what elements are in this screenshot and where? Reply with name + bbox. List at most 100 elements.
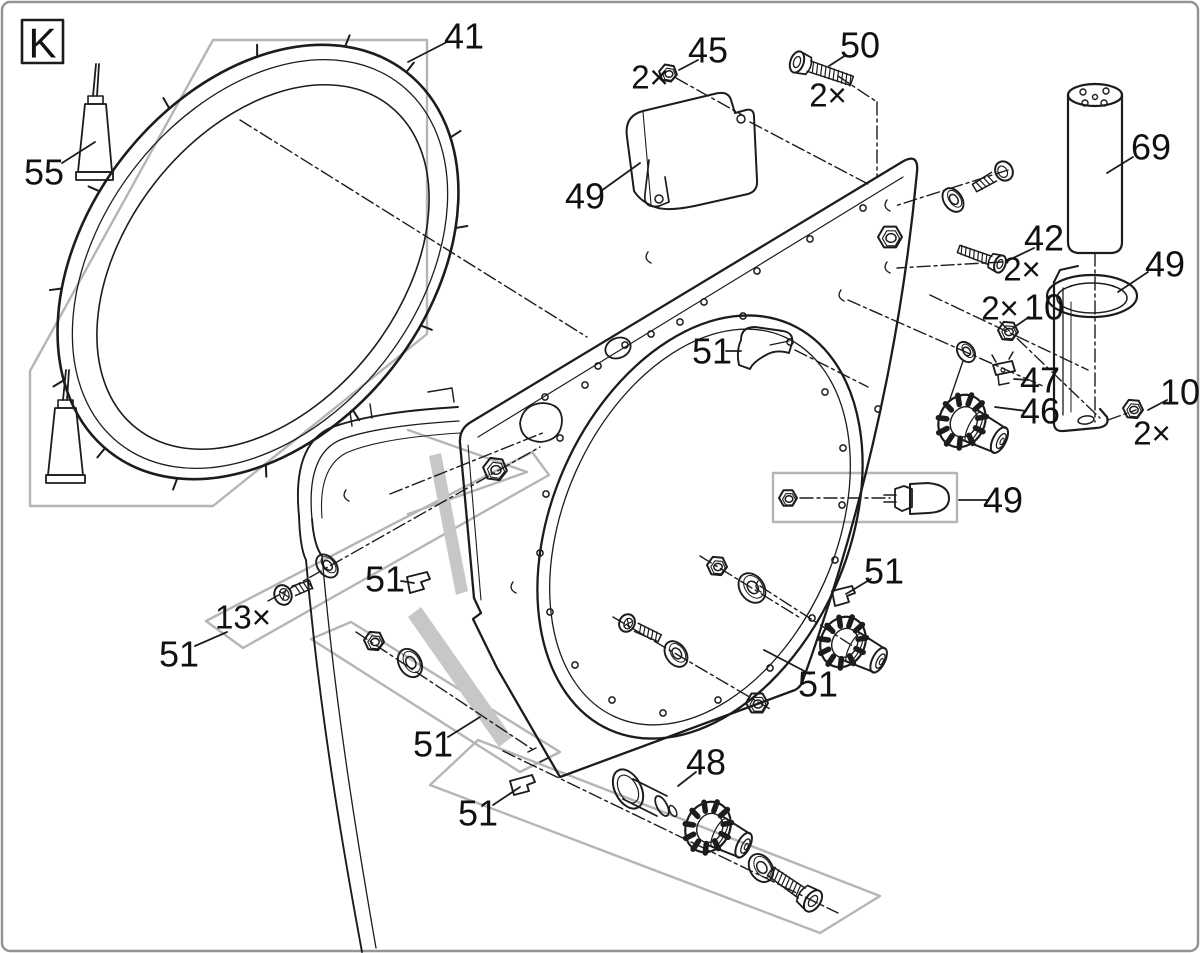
diagram-line bbox=[321, 555, 377, 949]
label-41-text: 41 bbox=[444, 16, 484, 57]
diagram-line bbox=[795, 884, 818, 910]
diagram-line bbox=[20, 18, 65, 65]
diagram-line bbox=[490, 464, 502, 476]
bracket-49-right bbox=[1045, 265, 1139, 433]
diagram-line bbox=[662, 67, 676, 81]
washer-gear-link bbox=[949, 360, 964, 400]
diagram-line bbox=[781, 493, 797, 506]
diagram-line bbox=[989, 426, 1010, 454]
clip-51-c bbox=[831, 585, 856, 607]
qty-50: 2× bbox=[809, 77, 847, 114]
leader-line bbox=[1117, 271, 1149, 293]
ring-tab bbox=[48, 287, 63, 292]
diagram-line bbox=[298, 582, 306, 593]
diagram-line bbox=[1079, 88, 1087, 96]
diagram-line bbox=[740, 838, 751, 854]
diagram-line bbox=[305, 559, 363, 953]
panel-letter-box: K bbox=[20, 18, 65, 67]
sealing-strip-lower bbox=[408, 607, 512, 747]
diagram-line bbox=[87, 95, 104, 105]
diagram-line bbox=[777, 871, 784, 885]
hex-nut bbox=[706, 555, 728, 577]
ring-tab bbox=[454, 225, 469, 230]
ring-tab bbox=[96, 447, 107, 459]
label-55: 55 bbox=[24, 141, 96, 193]
diagram-line bbox=[623, 617, 634, 630]
diagram-line bbox=[370, 637, 380, 647]
hex-nut bbox=[997, 320, 1019, 342]
label-51-left: 51 bbox=[159, 631, 228, 675]
axis-dash-line bbox=[239, 119, 588, 338]
label-49-top: 49 bbox=[565, 162, 641, 217]
clip-51-a bbox=[406, 571, 431, 594]
qty-10-a: 2× bbox=[981, 290, 1019, 327]
leader-line bbox=[763, 649, 811, 675]
diagram-line bbox=[883, 494, 897, 503]
diagram-line bbox=[968, 247, 971, 259]
diagram-line bbox=[974, 181, 984, 190]
diagram-line bbox=[885, 232, 897, 244]
diagram-line bbox=[737, 572, 767, 604]
diagram-line bbox=[909, 482, 950, 515]
diagram-line bbox=[802, 889, 824, 913]
leader-line bbox=[845, 578, 872, 595]
diagram-line bbox=[458, 157, 919, 779]
plate-hole bbox=[571, 661, 579, 669]
diagram-line bbox=[671, 647, 683, 660]
diagram-line bbox=[642, 111, 652, 205]
plate-hole bbox=[806, 235, 814, 243]
diagram-line bbox=[964, 411, 984, 443]
diagram-line bbox=[669, 642, 687, 663]
hex-nut bbox=[778, 489, 798, 507]
diagram-line bbox=[278, 588, 290, 601]
bracket-49-top bbox=[625, 91, 759, 211]
clip-51-b bbox=[509, 774, 536, 796]
diagram-line bbox=[819, 615, 867, 669]
plate-hole bbox=[676, 318, 684, 326]
label-10-b: 10 bbox=[1147, 372, 1200, 413]
diagram-line bbox=[986, 174, 995, 184]
label-51-strip-text: 51 bbox=[413, 724, 453, 765]
diagram-line bbox=[273, 584, 293, 606]
diagram-line bbox=[831, 627, 859, 659]
diagram-line bbox=[527, 747, 549, 763]
diagram-line bbox=[306, 579, 314, 590]
diagram-line bbox=[948, 193, 959, 206]
plate-hole bbox=[647, 330, 655, 338]
label-55-text: 55 bbox=[24, 152, 64, 193]
leader-line bbox=[61, 141, 96, 164]
diagram-line bbox=[45, 474, 86, 484]
diagram-line bbox=[654, 631, 658, 642]
ring-tab bbox=[449, 129, 462, 139]
diagram-line bbox=[977, 250, 980, 262]
diagram-line bbox=[999, 437, 1005, 446]
diagram-line bbox=[746, 580, 760, 595]
diagram-line bbox=[1066, 82, 1124, 108]
washer bbox=[663, 640, 689, 668]
plate-hole bbox=[831, 556, 839, 564]
label-49-right: 49 bbox=[1117, 244, 1185, 293]
plate-hole bbox=[838, 501, 846, 509]
label-10-a-text: 10 bbox=[1024, 287, 1064, 328]
diagram-line bbox=[769, 340, 790, 346]
axis-dash-line bbox=[267, 446, 541, 602]
ring-tab bbox=[162, 97, 171, 110]
diagram-line bbox=[536, 314, 864, 740]
label-45: 45 bbox=[678, 30, 728, 71]
axis-dash-line bbox=[699, 555, 803, 620]
leader-line bbox=[1106, 156, 1134, 174]
diagram-line bbox=[978, 178, 987, 188]
diagram-line bbox=[363, 630, 385, 652]
diagram-line bbox=[745, 692, 769, 714]
clip-51-hook bbox=[736, 326, 794, 370]
axis-hook-mark bbox=[884, 199, 891, 212]
diagram-line bbox=[467, 444, 482, 601]
leader-line bbox=[828, 54, 847, 67]
qty-45: 2× bbox=[631, 59, 669, 96]
qty-10-b: 2× bbox=[1133, 415, 1171, 452]
housing-corner bbox=[296, 387, 461, 953]
diagram-line bbox=[736, 114, 746, 124]
diagram-line bbox=[937, 393, 987, 449]
diagram-line bbox=[869, 646, 888, 674]
